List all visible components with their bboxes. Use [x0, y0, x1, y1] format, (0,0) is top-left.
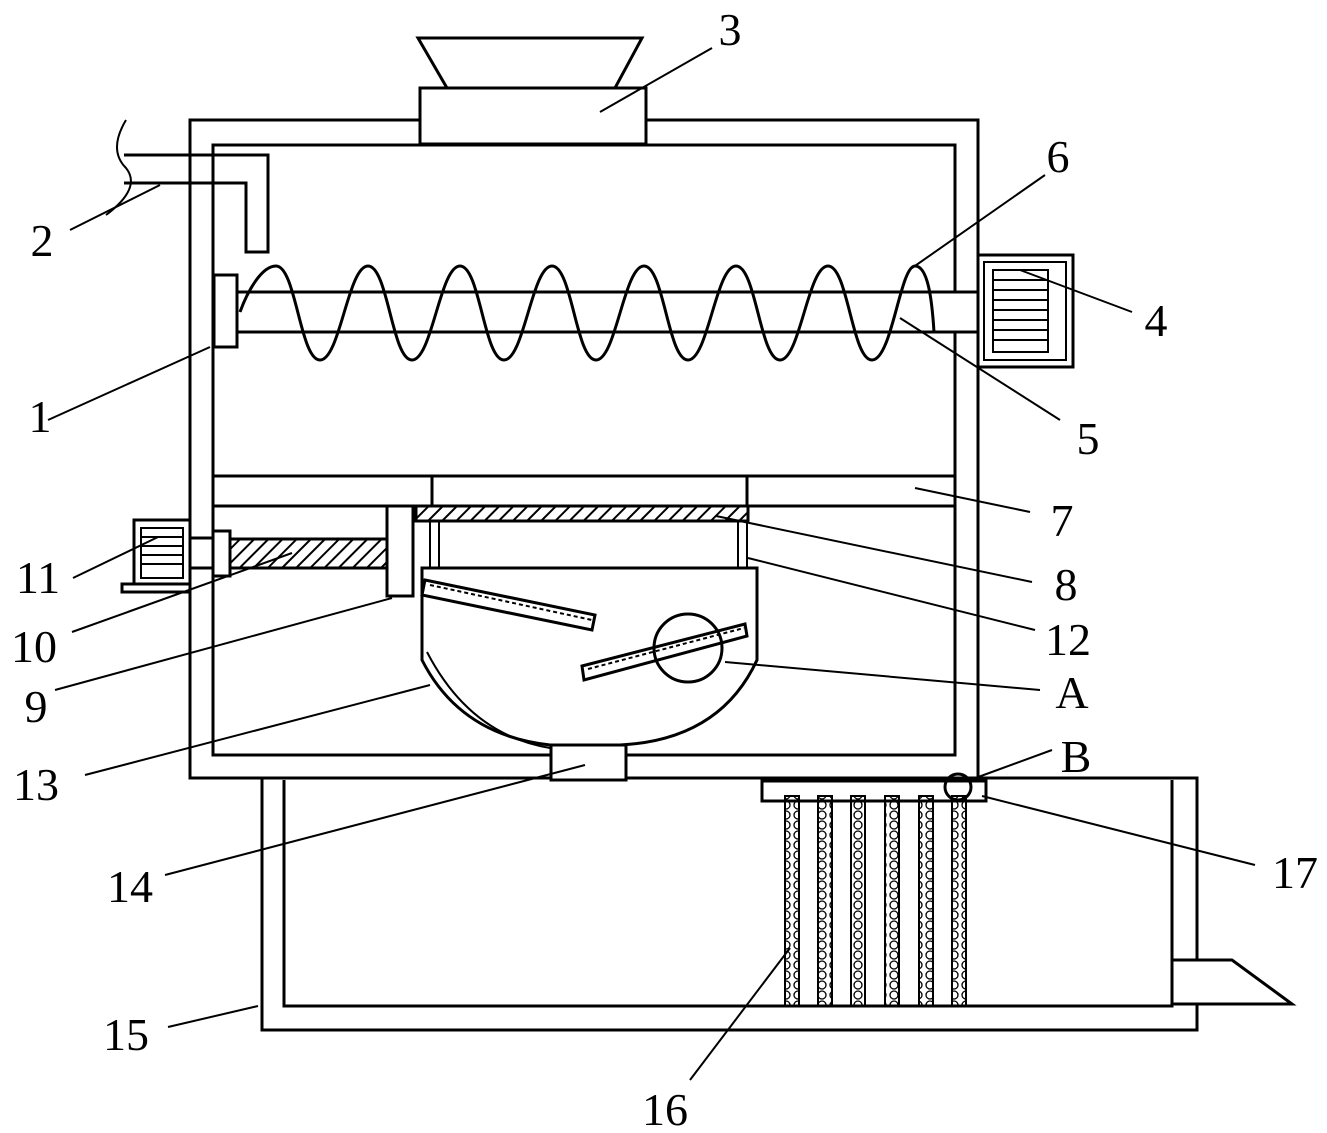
bearing-seat [212, 273, 239, 349]
slider-block [385, 504, 415, 598]
label-3: 3 [719, 4, 742, 55]
label-10: 10 [11, 621, 57, 672]
label-a: A [1055, 667, 1088, 718]
motor-right [976, 253, 1075, 369]
detail-a-circle [652, 612, 724, 684]
label-5: 5 [1077, 413, 1100, 464]
label-6: 6 [1047, 131, 1070, 182]
lower-tank [260, 776, 1199, 1032]
label-11: 11 [16, 552, 60, 603]
label-13: 13 [13, 759, 59, 810]
callout-labels: 1 2 3 4 5 6 7 8 9 10 11 12 A B 13 14 15 … [11, 4, 1318, 1133]
label-12: 12 [1045, 614, 1091, 665]
spiral-blade [238, 264, 936, 362]
label-15: 15 [103, 1009, 149, 1060]
support-rods [429, 520, 748, 570]
label-16: 16 [642, 1084, 688, 1133]
inclined-plate-upper [420, 578, 597, 632]
feed-hopper [415, 36, 648, 146]
label-1: 1 [29, 391, 52, 442]
motor-left [120, 518, 215, 594]
drain-outlet [1170, 958, 1297, 1006]
partition-plate [211, 474, 957, 508]
label-b: B [1061, 731, 1092, 782]
filter-tubes [784, 795, 967, 1007]
label-8: 8 [1055, 559, 1078, 610]
threaded-rod [211, 529, 389, 578]
leader-lines [47, 47, 1256, 1081]
discharge-outlet [549, 743, 628, 782]
label-9: 9 [25, 681, 48, 732]
screen-mesh [414, 504, 750, 523]
inlet-pipe [105, 119, 270, 254]
label-17: 17 [1272, 847, 1318, 898]
label-14: 14 [107, 861, 153, 912]
label-2: 2 [31, 215, 54, 266]
label-7: 7 [1051, 495, 1074, 546]
label-4: 4 [1145, 295, 1168, 346]
